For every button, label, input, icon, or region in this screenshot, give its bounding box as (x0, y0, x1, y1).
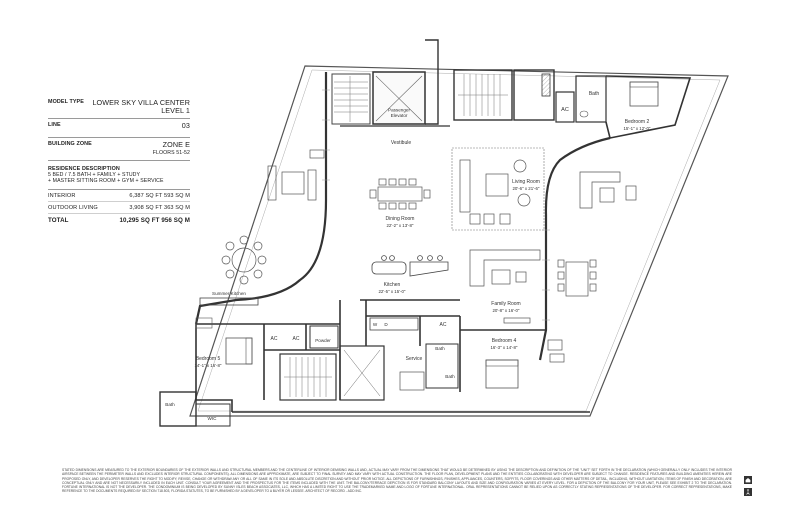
summer-kitchen-label: Summer Kitchen (212, 291, 246, 296)
bed-service (399, 371, 425, 391)
model-type-label: MODEL TYPE (48, 99, 84, 105)
west-terrace-furniture (221, 149, 325, 285)
dining-table (369, 178, 431, 210)
ac-c-label: AC (440, 322, 447, 328)
description-line-1: 5 BED / 7.5 BATH + FAMILY + STUDY (48, 172, 141, 178)
kitchen-island (371, 255, 449, 277)
terrace-inner-edge (197, 69, 721, 412)
laundry-d-label: D (384, 322, 388, 327)
bath-b5-label: Bath (165, 402, 175, 407)
dining-room-label: Dining Room (386, 216, 415, 222)
ac-a-label: AC (271, 336, 278, 342)
model-type-value: LOWER SKY VILLA CENTER (92, 98, 190, 107)
ac-top-room (555, 91, 575, 123)
family-room-dim: 20'-8" x 16'-0" (492, 308, 519, 313)
bedroom-2-label: Bedroom 2 (625, 119, 650, 125)
bedroom-5-dim: 14'-1" x 16'-8" (194, 363, 221, 368)
accessibility-icon (744, 488, 752, 496)
dining-room-dim: 22'-2" x 13'-8" (386, 223, 413, 228)
legal-disclaimer: STATED DIMENSIONS ARE MEASURED TO THE EX… (62, 468, 732, 494)
bed-bedroom-4 (485, 359, 519, 389)
building-zone-floors: FLOORS 51-52 (152, 150, 190, 156)
total-value: 10,295 SQ FT 956 SQ M (119, 216, 190, 224)
outdoor-label: OUTDOOR LIVING (48, 204, 98, 211)
bedroom-4-dim: 16'-3" x 14'-8" (490, 345, 517, 350)
line-label: LINE (48, 122, 61, 128)
ac-b-label: AC (293, 336, 300, 342)
building-zone-value: ZONE E (162, 140, 190, 149)
west-facade-wall (194, 72, 328, 325)
building-zone-label: BUILDING ZONE (48, 141, 92, 147)
model-type-level: LEVEL 1 (161, 106, 190, 115)
interior-label: INTERIOR (48, 192, 76, 199)
description-line-2: + MASTER SITTING ROOM + GYM + SERVICE (48, 178, 164, 185)
family-room-label: Family Room (491, 301, 520, 307)
stair-south (279, 353, 337, 401)
line-value: 03 (181, 121, 190, 130)
kitchen-dim: 22'-5" x 15'-0" (378, 289, 405, 294)
residence-description: RESIDENCE DESCRIPTION 5 BED / 7.5 BATH +… (48, 161, 190, 190)
living-room-rug (451, 147, 545, 231)
bed-bedroom-5 (225, 337, 253, 365)
interior-area-row: INTERIOR 6,387 SQ FT 593 SQ M (48, 190, 190, 202)
east-facade-wall (538, 136, 611, 361)
interior-value: 6,387 SQ FT 593 SQ M (129, 192, 190, 199)
stair-top (331, 73, 371, 125)
vestibule-label: Vestibule (391, 140, 412, 146)
equal-housing-icon (744, 476, 752, 484)
bed-bedroom-2 (629, 81, 659, 107)
stair-north (453, 69, 513, 121)
bath-top-label: Bath (589, 91, 600, 97)
summer-kitchen-counter (199, 297, 259, 306)
description-label: RESIDENCE DESCRIPTION (48, 166, 120, 172)
bedroom-2-dim: 15'-1" x 12'-0" (623, 126, 650, 131)
service-label: Service (406, 356, 423, 362)
powder-room (309, 325, 339, 349)
outdoor-area-row: OUTDOOR LIVING 3,908 SQ FT 363 SQ M (48, 202, 190, 214)
line-row: LINE 03 (48, 119, 190, 138)
total-label: TOTAL (48, 216, 69, 224)
laundry-w-label: W (373, 322, 378, 327)
terrace-outline (189, 65, 729, 417)
north-closet (513, 69, 555, 121)
total-area-row: TOTAL 10,295 SQ FT 956 SQ M (48, 214, 190, 226)
bedroom-2-walls (605, 75, 692, 139)
east-terrace-furniture (547, 171, 637, 363)
wic-label: WIC (208, 416, 218, 421)
building-zone-row: BUILDING ZONE ZONE E FLOORS 51-52 (48, 138, 190, 161)
bath-top-room (575, 75, 607, 123)
living-room-dim: 20'-6" x 21'-6" (512, 186, 539, 191)
kitchen-label: Kitchen (384, 282, 401, 288)
living-room-furniture (459, 159, 531, 225)
bedroom-5-label: Bedroom 5 (196, 356, 221, 362)
bath-b4-label: Bath (445, 374, 455, 379)
model-type-row: MODEL TYPE LOWER SKY VILLA CENTER LEVEL … (48, 96, 190, 119)
living-room-label: Living Room (512, 179, 540, 185)
outdoor-value: 3,908 SQ FT 363 SQ M (129, 204, 190, 211)
ac-top-label: AC (561, 107, 569, 113)
powder-label: Powder (315, 338, 331, 343)
bath-bedroom-5 (159, 391, 197, 427)
bath-service-label: Bath (435, 346, 445, 351)
unit-spec-panel: MODEL TYPE LOWER SKY VILLA CENTER LEVEL … (48, 96, 190, 226)
bedroom-4-label: Bedroom 4 (492, 338, 517, 344)
family-room-furniture (469, 249, 541, 324)
